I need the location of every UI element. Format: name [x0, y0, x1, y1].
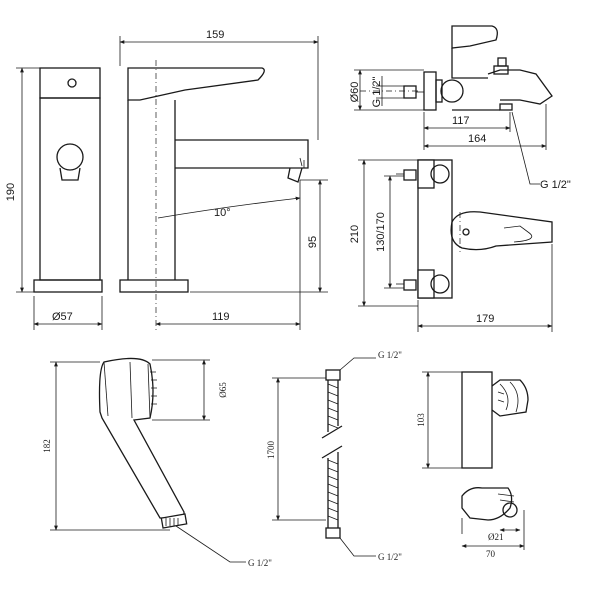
bath-width-label: 179	[476, 313, 494, 325]
bath-inlet-diameter-label: Ø60	[349, 82, 361, 103]
basin-reach-label: 119	[212, 311, 230, 323]
hose-length-label: 1700	[266, 441, 276, 460]
holder-hole-diameter-label: Ø21	[488, 532, 504, 542]
hose-thread-bottom-label: G 1/2"	[378, 552, 402, 562]
hand-shower-thread-label: G 1/2"	[248, 558, 272, 568]
wall-holder-dimensions	[422, 371, 525, 548]
hand-shower	[98, 357, 246, 563]
holder-height-label: 103	[416, 413, 426, 427]
wall-holder-side	[461, 371, 529, 469]
basin-base-diameter-label: Ø57	[52, 311, 73, 323]
hand-shower-dimensions	[50, 359, 210, 531]
basin-mixer-front-view	[119, 60, 309, 330]
basin-mixer-side-view	[33, 67, 103, 293]
basin-height-label: 190	[5, 183, 17, 201]
bath-inlet-thread-label: G 1/2"	[371, 77, 383, 108]
wall-holder-front	[461, 487, 525, 550]
bath-top-dimensions	[354, 69, 547, 185]
hose-dimensions	[272, 377, 326, 521]
basin-spout-height-label: 95	[307, 236, 319, 248]
bath-outlet-thread-label: G 1/2"	[540, 179, 571, 191]
bath-mixer-front-view	[396, 159, 553, 299]
hand-shower-length-label: 182	[42, 439, 52, 453]
bath-total-length-label: 164	[468, 133, 486, 145]
bath-height-label: 210	[349, 225, 361, 243]
bath-centers-label: 130/170	[375, 212, 387, 252]
holder-width-label: 70	[486, 549, 496, 559]
bath-mixer-top-view	[360, 25, 553, 111]
bath-front-dimensions	[358, 159, 553, 332]
basin-width-label: 159	[206, 29, 224, 41]
hose-thread-top-label: G 1/2"	[378, 350, 402, 360]
hand-shower-diameter-label: Ø65	[218, 382, 228, 398]
bath-outlet-distance-label: 117	[452, 115, 470, 127]
shower-hose	[321, 357, 376, 557]
basin-dimensions	[16, 36, 328, 330]
basin-angle-label: 10°	[214, 207, 231, 219]
